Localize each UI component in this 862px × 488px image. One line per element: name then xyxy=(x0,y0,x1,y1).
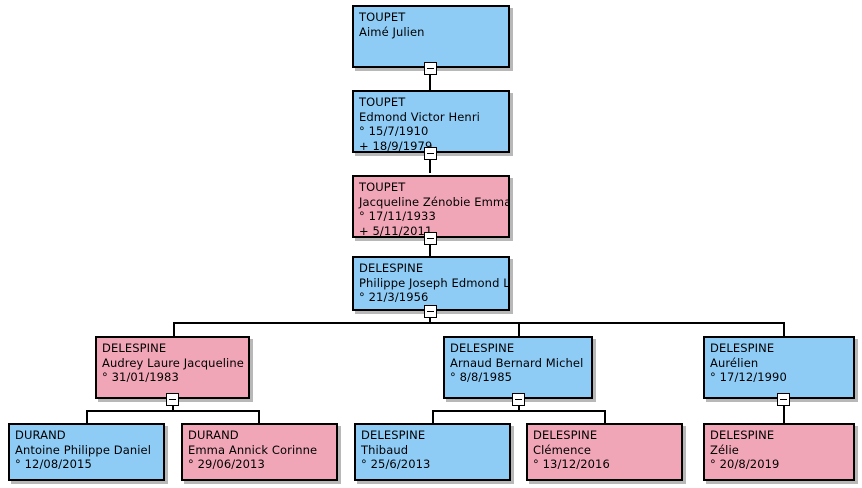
collapse-toggle-p7[interactable] xyxy=(777,393,790,406)
connector-to-p8 xyxy=(86,410,88,423)
person-surname: DURAND xyxy=(188,428,239,442)
person-surname: DELESPINE xyxy=(361,428,426,442)
person-card-p5[interactable]: DELESPINE Audrey Laure Jacqueline ° 31/0… xyxy=(95,336,250,399)
person-surname: TOUPET xyxy=(359,95,406,109)
person-surname: DURAND xyxy=(15,428,66,442)
collapse-toggle-p3[interactable] xyxy=(424,232,437,245)
person-surname: TOUPET xyxy=(359,180,406,194)
connector-p3-p4 xyxy=(429,238,431,256)
person-given-name: Arnaud Bernard Michel xyxy=(450,355,584,370)
person-birth-date: ° 13/12/2016 xyxy=(533,457,610,472)
person-birth-date: ° 29/06/2013 xyxy=(188,457,265,472)
collapse-toggle-p4[interactable] xyxy=(424,305,437,318)
person-surname: DELESPINE xyxy=(450,341,515,355)
sibling-bar-generation-2 xyxy=(173,322,785,324)
person-birth-date: ° 17/12/1990 xyxy=(710,370,787,385)
person-birth-date: ° 8/8/1985 xyxy=(450,370,513,385)
person-card-p9[interactable]: DURAND Emma Annick Corinne ° 29/06/2013 xyxy=(181,423,338,481)
minus-icon xyxy=(427,68,434,69)
person-given-name: Aimé Julien xyxy=(359,24,425,39)
person-birth-date: ° 20/8/2019 xyxy=(710,457,780,472)
connector-to-p11 xyxy=(604,410,606,423)
connector-to-p7 xyxy=(783,322,785,336)
connector-p7-p12 xyxy=(783,399,785,423)
person-birth-date: ° 21/3/1956 xyxy=(359,290,429,305)
person-birth-date: ° 17/11/1933 xyxy=(359,209,436,224)
person-birth-date: ° 15/7/1910 xyxy=(359,124,429,139)
person-surname: DELESPINE xyxy=(102,341,167,355)
minus-icon xyxy=(780,399,787,400)
connector-p1-p2 xyxy=(429,68,431,90)
person-given-name: Thibaud xyxy=(361,442,409,457)
person-surname: TOUPET xyxy=(359,10,406,24)
person-card-p11[interactable]: DELESPINE Clémence ° 13/12/2016 xyxy=(526,423,683,481)
person-death-date: + 18/9/1979 xyxy=(359,138,433,153)
connector-to-p10 xyxy=(432,410,434,423)
person-given-name: Audrey Laure Jacqueline xyxy=(102,355,244,370)
connector-to-p5 xyxy=(173,322,175,336)
person-given-name: Zélie xyxy=(710,442,739,457)
person-card-p4[interactable]: DELESPINE Philippe Joseph Edmond Lo ° 21… xyxy=(352,256,510,311)
person-card-p6[interactable]: DELESPINE Arnaud Bernard Michel ° 8/8/19… xyxy=(443,336,593,399)
connector-to-p6 xyxy=(518,322,520,336)
person-death-date: + 5/11/2011 xyxy=(359,223,433,238)
person-given-name: Clémence xyxy=(533,442,592,457)
person-birth-date: ° 31/01/1983 xyxy=(102,370,179,385)
minus-icon xyxy=(427,311,434,312)
person-card-p7[interactable]: DELESPINE Aurélien ° 17/12/1990 xyxy=(703,336,855,399)
person-card-p10[interactable]: DELESPINE Thibaud ° 25/6/2013 xyxy=(354,423,511,481)
person-given-name: Philippe Joseph Edmond Lo xyxy=(359,275,510,290)
person-given-name: Edmond Victor Henri xyxy=(359,109,480,124)
collapse-toggle-p1[interactable] xyxy=(424,62,437,75)
person-surname: DELESPINE xyxy=(359,261,424,275)
minus-icon xyxy=(515,399,522,400)
person-card-p8[interactable]: DURAND Antoine Philippe Daniel ° 12/08/2… xyxy=(8,423,165,481)
person-surname: DELESPINE xyxy=(710,428,775,442)
minus-icon xyxy=(427,153,434,154)
person-card-p1[interactable]: TOUPET Aimé Julien xyxy=(352,5,510,68)
person-given-name: Aurélien xyxy=(710,355,759,370)
collapse-toggle-p5[interactable] xyxy=(166,393,179,406)
minus-icon xyxy=(427,238,434,239)
connector-to-p9 xyxy=(258,410,260,423)
person-card-p2[interactable]: TOUPET Edmond Victor Henri ° 15/7/1910 +… xyxy=(352,90,510,153)
collapse-toggle-p6[interactable] xyxy=(512,393,525,406)
person-given-name: Jacqueline Zénobie Emma xyxy=(359,194,510,209)
connector-p2-p3 xyxy=(429,153,431,173)
sibling-bar-p5-children xyxy=(86,410,260,412)
minus-icon xyxy=(169,399,176,400)
person-card-p12[interactable]: DELESPINE Zélie ° 20/8/2019 xyxy=(703,423,855,481)
person-birth-date: ° 12/08/2015 xyxy=(15,457,92,472)
collapse-toggle-p2[interactable] xyxy=(424,147,437,160)
person-card-p3[interactable]: TOUPET Jacqueline Zénobie Emma ° 17/11/1… xyxy=(352,175,510,238)
sibling-bar-p6-children xyxy=(432,410,606,412)
person-given-name: Antoine Philippe Daniel xyxy=(15,442,152,457)
person-surname: DELESPINE xyxy=(710,341,775,355)
person-given-name: Emma Annick Corinne xyxy=(188,442,318,457)
person-surname: DELESPINE xyxy=(533,428,598,442)
person-birth-date: ° 25/6/2013 xyxy=(361,457,431,472)
